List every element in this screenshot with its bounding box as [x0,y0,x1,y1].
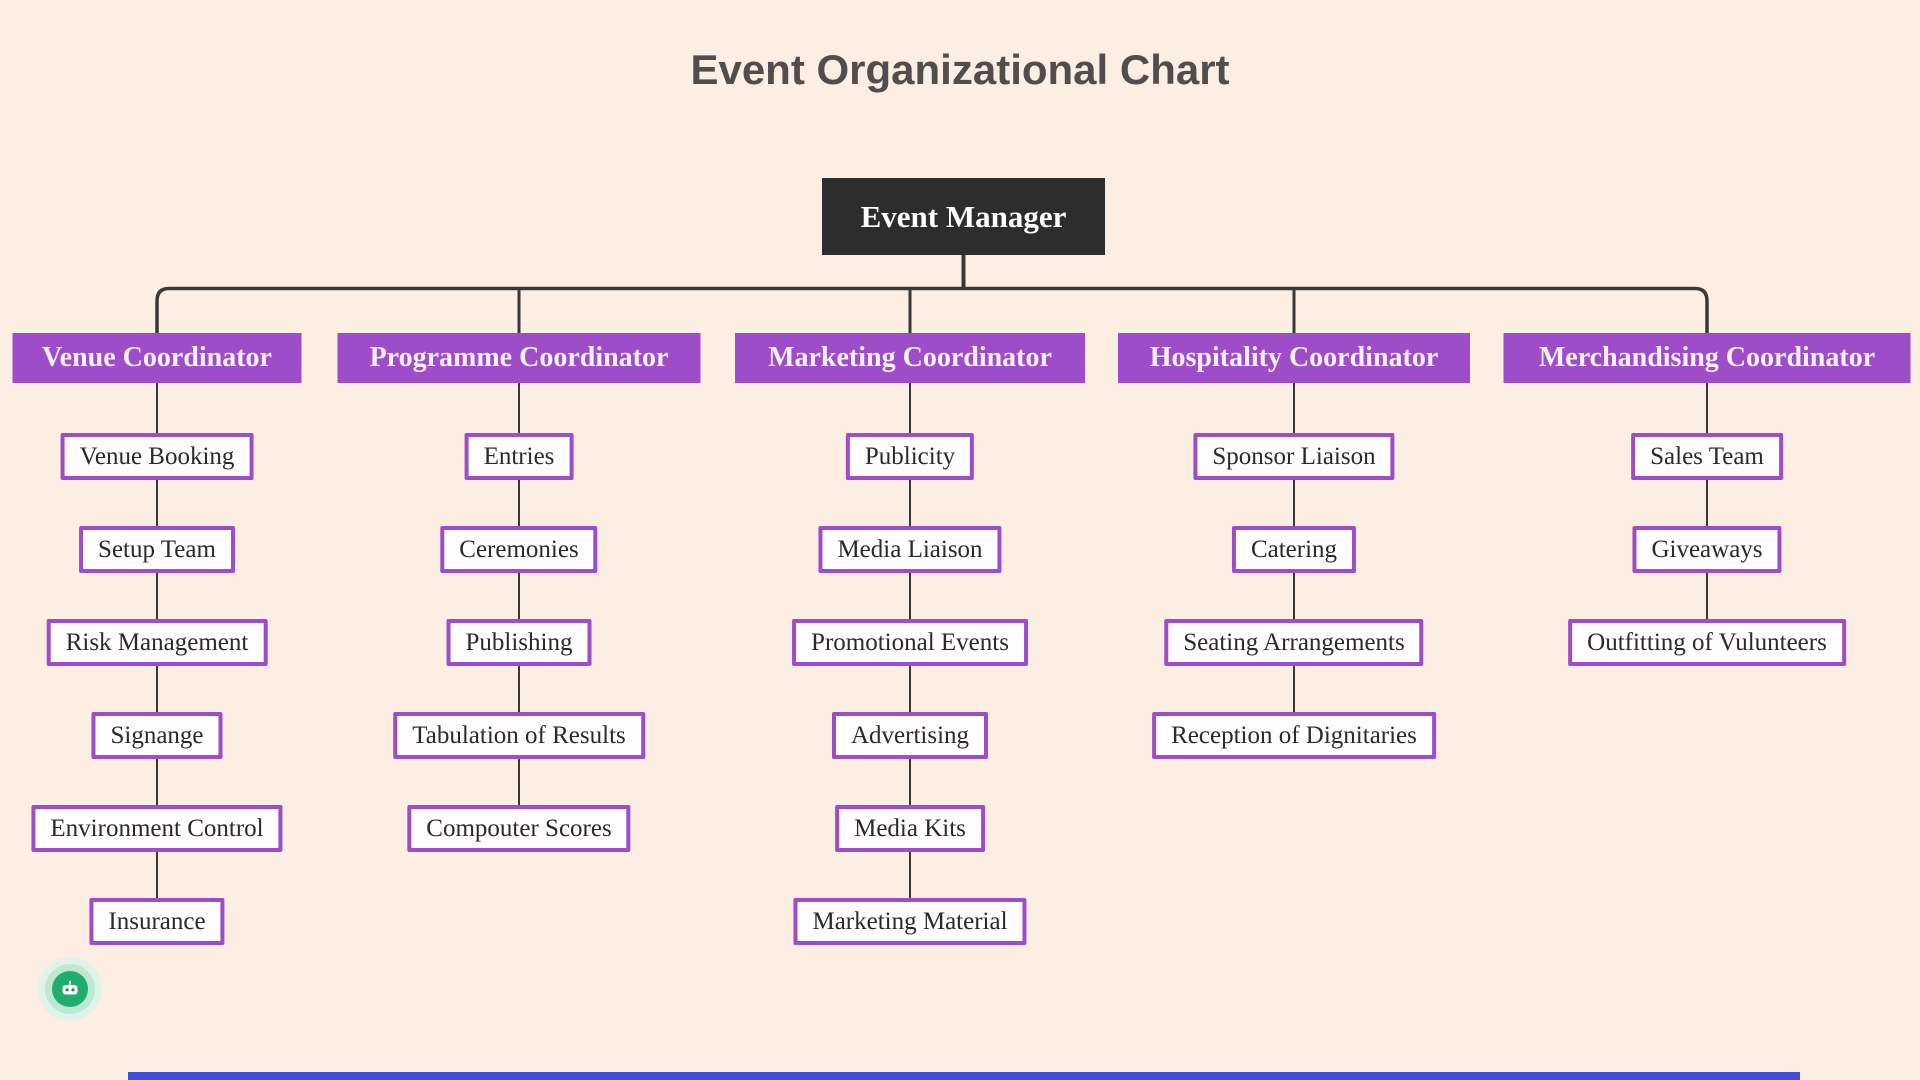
coordinator-node-marketing-coordinator: Marketing Coordinator [735,333,1085,383]
node-media-liaison: Media Liaison [818,526,1002,573]
node-setup-team: Setup Team [79,526,235,573]
node-outfitting-of-vulunteers: Outfitting of Vulunteers [1568,619,1846,666]
node-ceremonies: Ceremonies [440,526,598,573]
node-insurance: Insurance [89,898,225,945]
node-publicity: Publicity [845,433,975,480]
coordinator-node-hospitality-coordinator: Hospitality Coordinator [1118,333,1470,383]
coordinator-node-merchandising-coordinator: Merchandising Coordinator [1503,333,1911,383]
root-node-label: Event Manager [860,198,1067,234]
robot-icon [52,971,88,1007]
node-reception-of-dignitaries: Reception of Dignitaries [1152,712,1436,759]
node-advertising: Advertising [831,712,989,759]
node-signange: Signange [91,712,223,759]
node-media-kits: Media Kits [835,805,985,852]
assistant-button-ring [45,964,95,1014]
node-entries: Entries [464,433,574,480]
node-publishing: Publishing [446,619,592,666]
node-venue-booking: Venue Booking [60,433,254,480]
coordinator-node-programme-coordinator: Programme Coordinator [337,333,701,383]
node-compouter-scores: Compouter Scores [407,805,631,852]
page-title: Event Organizational Chart [690,46,1230,93]
node-promotional-events: Promotional Events [792,619,1028,666]
node-risk-management: Risk Management [46,619,268,666]
horizontal-scrollbar[interactable] [128,1072,1800,1080]
node-marketing-material: Marketing Material [793,898,1027,945]
node-catering: Catering [1231,526,1357,573]
coordinator-node-venue-coordinator: Venue Coordinator [12,333,302,383]
node-tabulation-of-results: Tabulation of Results [393,712,645,759]
root-node-event-manager: Event Manager [822,178,1105,255]
node-sponsor-liaison: Sponsor Liaison [1193,433,1395,480]
node-environment-control: Environment Control [31,805,283,852]
node-giveaways: Giveaways [1632,526,1782,573]
assistant-chat-button[interactable] [38,957,102,1021]
node-sales-team: Sales Team [1631,433,1783,480]
column-connector-line [518,333,520,829]
node-seating-arrangements: Seating Arrangements [1164,619,1424,666]
column-connector-line [1706,333,1708,643]
